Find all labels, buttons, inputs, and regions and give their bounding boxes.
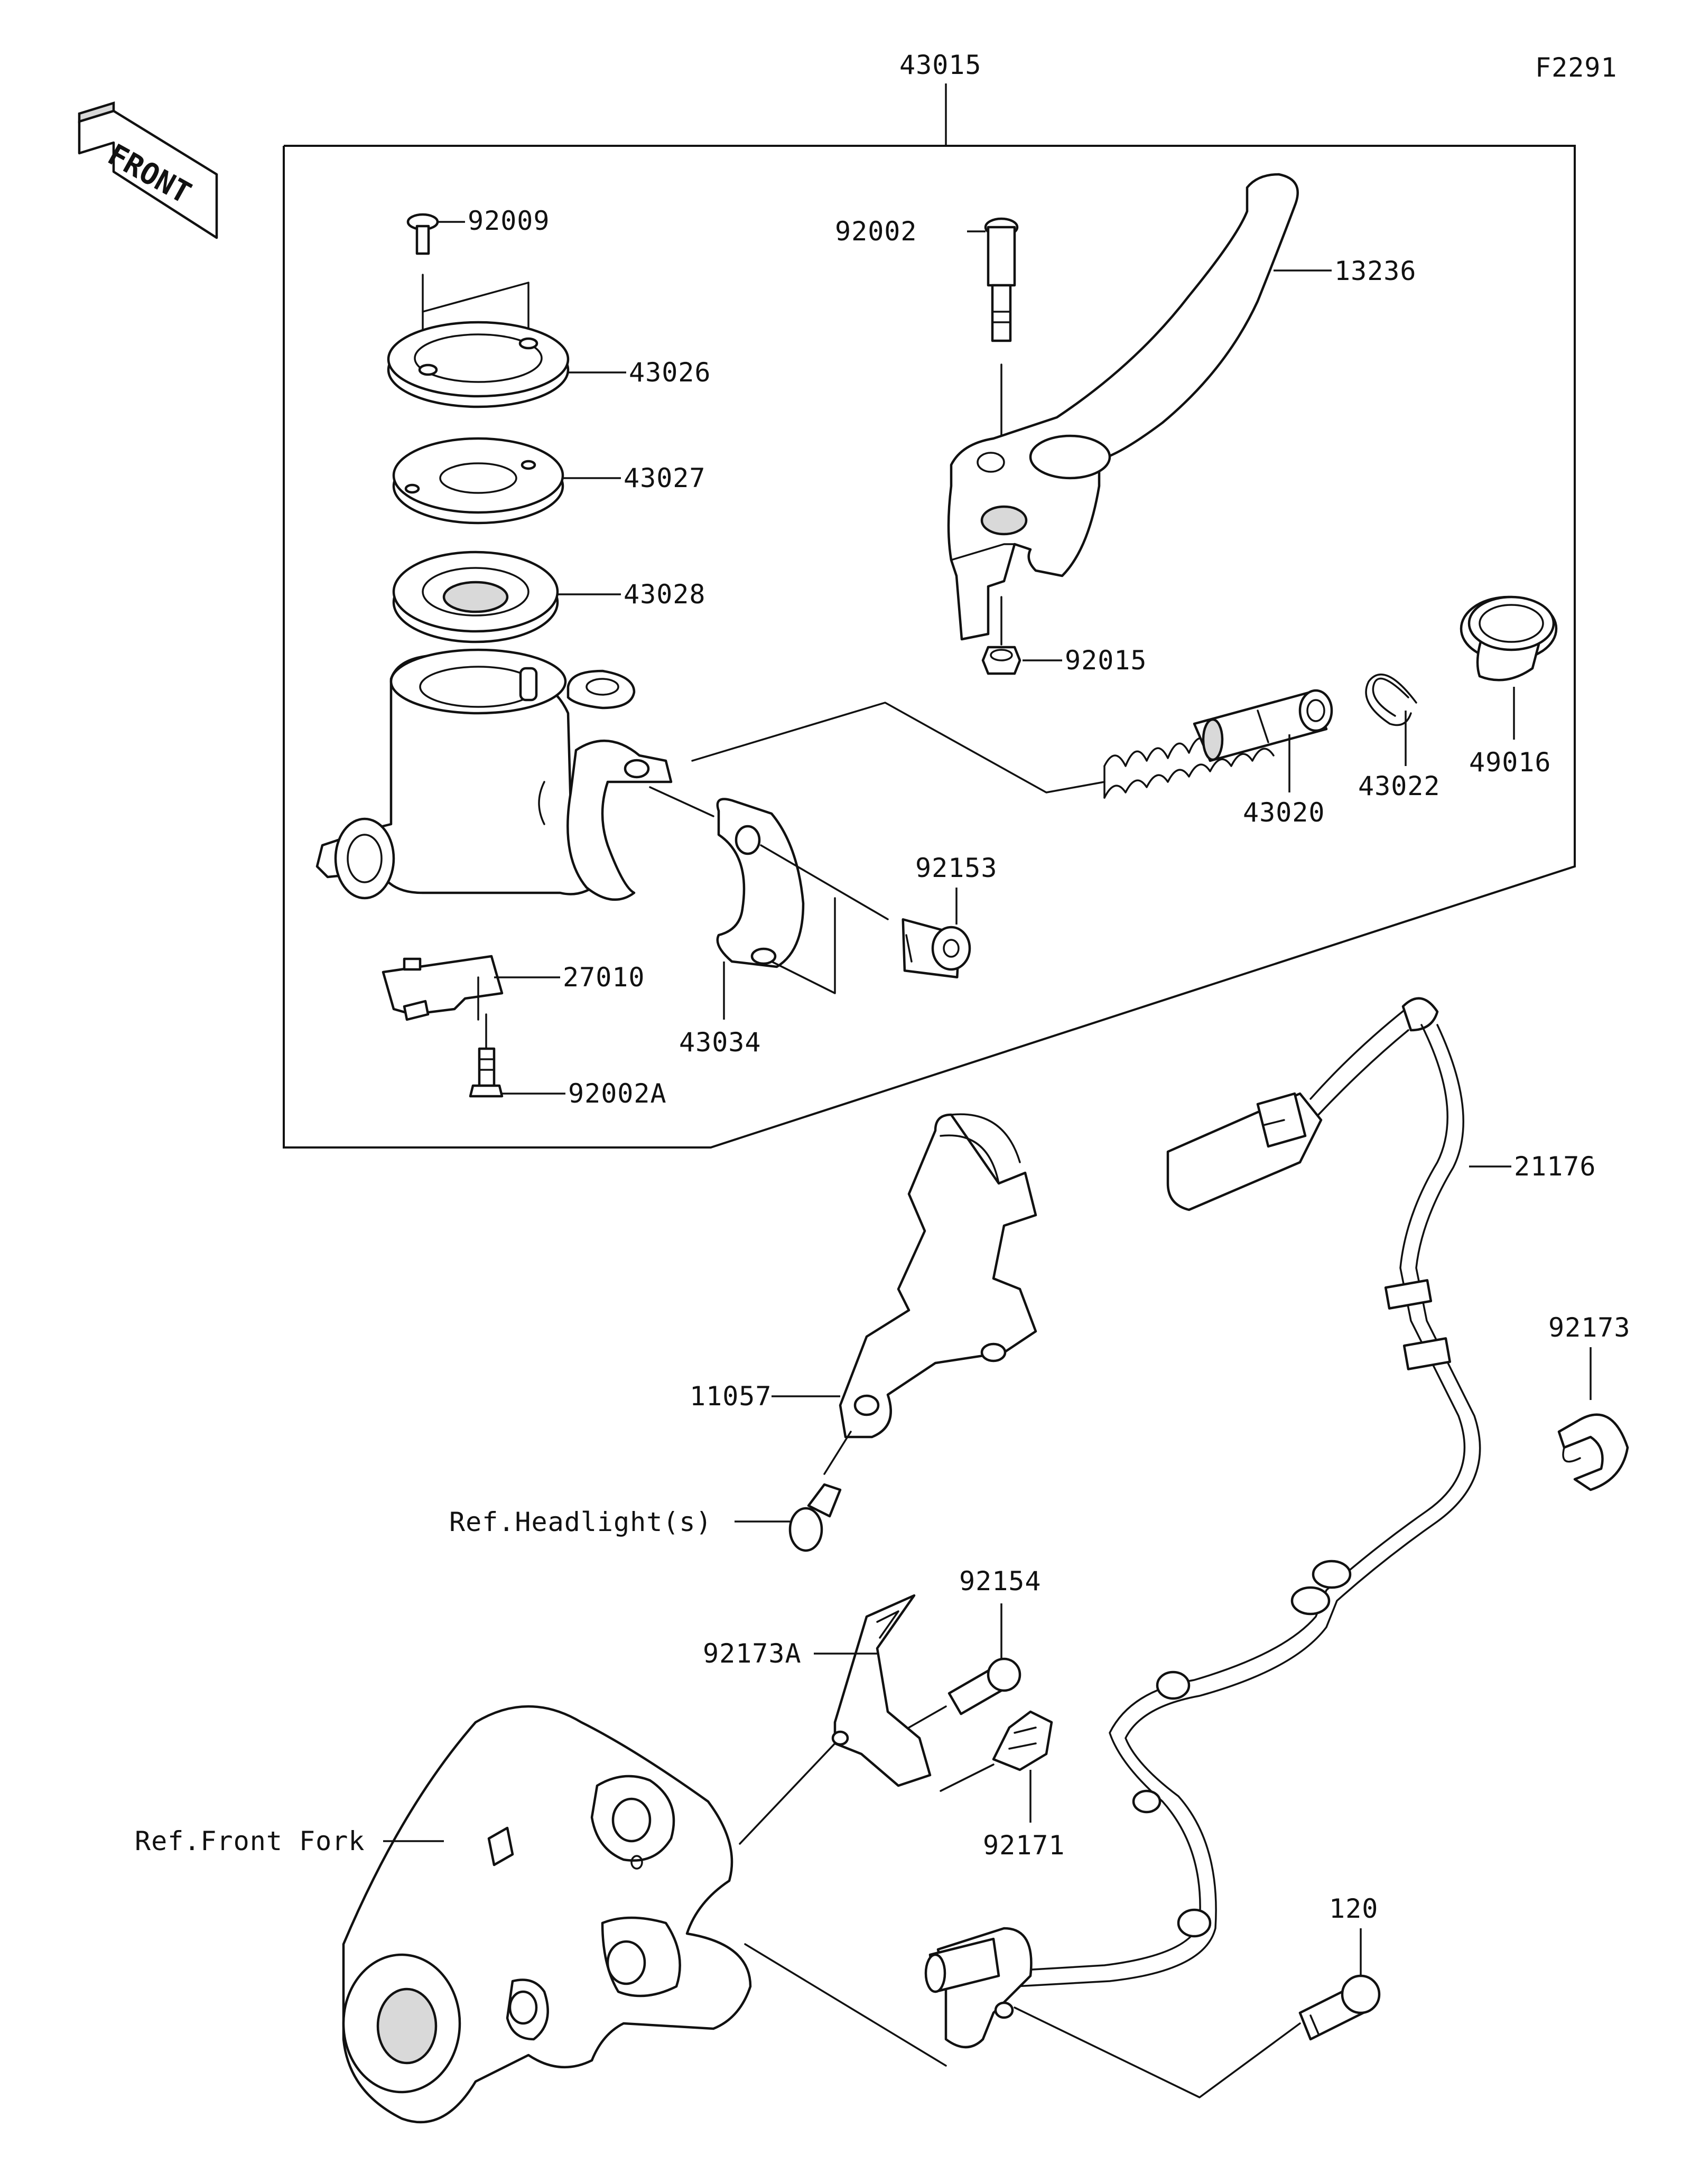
label-43020: 43020 xyxy=(1243,797,1325,828)
label-43022: 43022 xyxy=(1358,771,1441,801)
plate-43027 xyxy=(392,437,621,525)
master-cylinder-body xyxy=(315,648,673,901)
label-49016: 49016 xyxy=(1469,747,1551,778)
front-arrow-icon: FRONT xyxy=(78,101,218,239)
label-92171: 92171 xyxy=(983,1830,1065,1861)
bolt-92153 xyxy=(902,888,971,978)
label-27010: 27010 xyxy=(563,962,645,993)
piston-set-43020 xyxy=(1103,689,1333,799)
headlight-bolt xyxy=(735,1483,842,1552)
label-43028: 43028 xyxy=(624,579,706,610)
label-92173A: 92173A xyxy=(703,1638,802,1669)
ref-headlight: Ref.Headlight(s) xyxy=(449,1507,712,1537)
circlip-43022 xyxy=(1365,673,1417,766)
clip-92171 xyxy=(940,1710,1053,1823)
label-43015: 43015 xyxy=(899,50,982,80)
label-92002: 92002 xyxy=(835,216,917,247)
front-fork xyxy=(342,1705,947,2124)
cap-43026 xyxy=(387,321,626,408)
bracket-bolt-92154 xyxy=(908,1603,1021,1729)
label-21176: 21176 xyxy=(1514,1151,1596,1182)
label-92173: 92173 xyxy=(1548,1312,1631,1343)
label-92015: 92015 xyxy=(1065,645,1147,676)
label-92002A: 92002A xyxy=(568,1078,667,1109)
ref-front-fork: Ref.Front Fork xyxy=(135,1826,365,1856)
boot-49016 xyxy=(1460,595,1558,740)
clamp-43034 xyxy=(716,798,889,1020)
label-92009: 92009 xyxy=(468,206,550,236)
switch-screw-92002A xyxy=(469,1013,565,1098)
label-92154: 92154 xyxy=(959,1566,1042,1597)
label-13236: 13236 xyxy=(1334,256,1417,286)
sensor-bolt-120 xyxy=(1014,1928,1381,2098)
bracket-clamp-92173A xyxy=(739,1594,932,1845)
label-120: 120 xyxy=(1329,1893,1378,1924)
diaphragm-43028 xyxy=(392,550,621,643)
screw-92009 xyxy=(406,213,529,360)
sensor-21176 xyxy=(924,997,1511,2049)
label-43034: 43034 xyxy=(679,1027,761,1058)
bracket-11057 xyxy=(772,1113,1037,1475)
lever-13236 xyxy=(947,173,1332,641)
figure-code: F2291 xyxy=(1535,52,1618,83)
assembly-box xyxy=(283,83,1576,1149)
clamp-clip-92173 xyxy=(1557,1347,1629,1491)
label-43027: 43027 xyxy=(624,463,706,493)
switch-27010 xyxy=(382,955,560,1021)
label-43026: 43026 xyxy=(629,357,711,388)
label-92153: 92153 xyxy=(915,853,998,883)
label-11057: 11057 xyxy=(690,1381,772,1412)
nut-92015 xyxy=(981,596,1062,675)
